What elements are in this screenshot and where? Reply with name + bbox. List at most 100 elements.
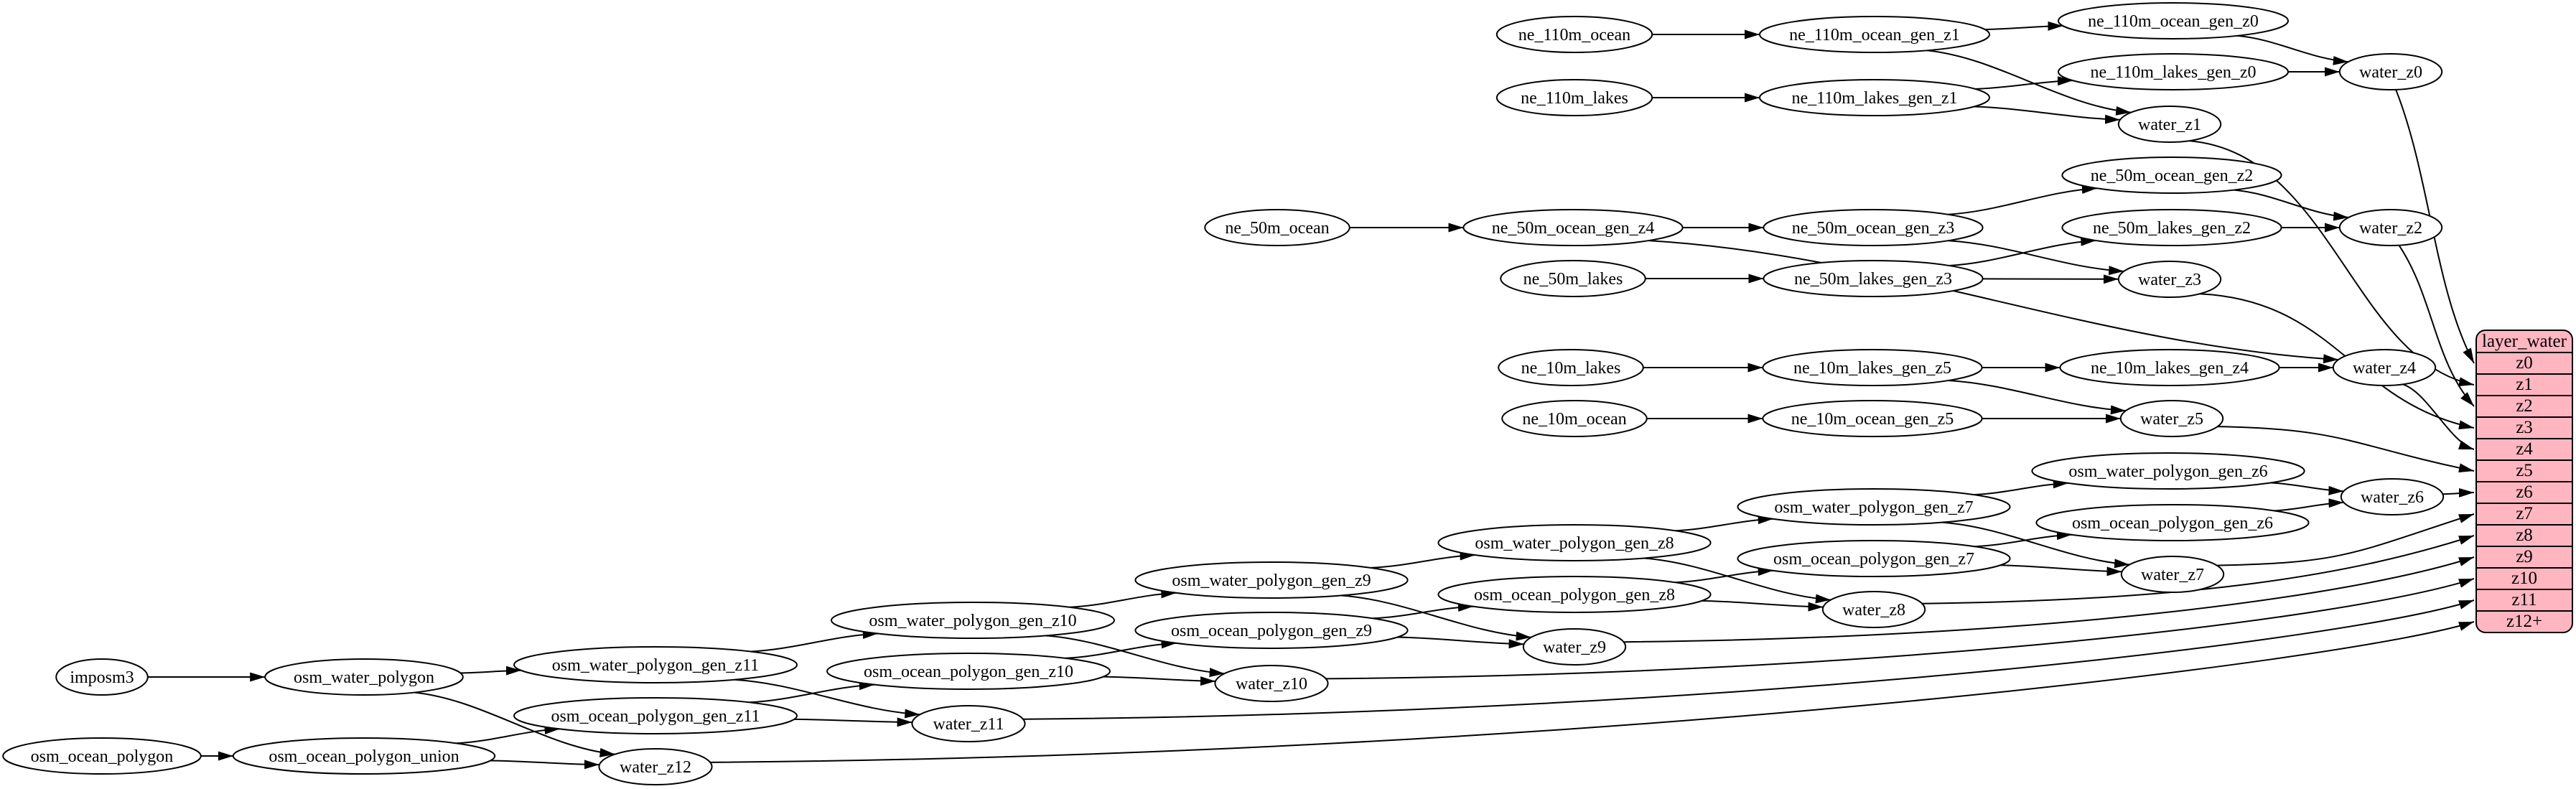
edge-ne_50m_ocean_gen_z2-to-water_z2 — [2234, 189, 2349, 221]
edge-osm_water_polygon_gen_z8-to-osm_water_polygon_gen_z7 — [1675, 515, 1773, 532]
node-label-water_z3: water_z3 — [2138, 271, 2201, 289]
node-ellipse-ne_50m_ocean_gen_z2 — [2061, 157, 2282, 194]
table-row-z10: z10 — [2511, 569, 2537, 588]
node-ellipse-osm_water_polygon_gen_z7 — [1737, 488, 2011, 526]
node-ellipse-osm_water_polygon_gen_z9 — [1134, 561, 1409, 599]
layer-water-table: layer_waterz0z1z2z3z4z5z6z7z8z9z10z11z12… — [2475, 330, 2573, 633]
table-layer: layer_waterz0z1z2z3z4z5z6z7z8z9z10z11z12… — [2475, 330, 2573, 633]
node-ellipse-osm_ocean_polygon_gen_z10 — [826, 653, 1111, 690]
edge-ne_110m_lakes_gen_z1-to-water_z1 — [1974, 106, 2121, 124]
node-label-ne_50m_ocean_gen_z2: ne_50m_ocean_gen_z2 — [2091, 167, 2254, 185]
node-label-water_z11: water_z11 — [933, 715, 1004, 734]
table-row-z2: z2 — [2516, 396, 2533, 416]
table-row-z9: z9 — [2516, 547, 2533, 566]
node-label-water_z8: water_z8 — [1842, 601, 1905, 620]
node-ellipse-ne_10m_lakes_gen_z5 — [1762, 349, 1983, 386]
edge-water_z7-to-layer_water-z7 — [2216, 513, 2475, 566]
table-row-z11: z11 — [2511, 590, 2537, 610]
edge-osm_ocean_polygon_gen_z7-to-osm_ocean_polygon_gen_z6 — [1974, 531, 2072, 548]
edge-osm_ocean_polygon_gen_z9-to-osm_ocean_polygon_gen_z8 — [1372, 602, 1474, 620]
node-ellipse-water_z3 — [2117, 261, 2222, 298]
node-water_z11: water_z11 — [911, 705, 1026, 742]
edge-ne_50m_ocean_gen_z4-to-water_z4 — [1648, 240, 2339, 364]
edge-osm_water_polygon_gen_z9-to-osm_water_polygon_gen_z8 — [1371, 551, 1475, 569]
node-ne_50m_lakes_gen_z3: ne_50m_lakes_gen_z3 — [1763, 260, 1984, 297]
node-label-ne_50m_lakes_gen_z2: ne_50m_lakes_gen_z2 — [2093, 219, 2251, 238]
node-label-water_z9: water_z9 — [1543, 638, 1606, 657]
edge-water_z11-to-layer_water-z11 — [1023, 599, 2475, 720]
node-ellipse-osm_water_polygon_gen_z8 — [1437, 524, 1712, 561]
edge-osm_water_polygon_gen_z10-to-water_z10 — [1045, 635, 1225, 678]
edge-osm_ocean_polygon_gen_z11-to-water_z11 — [794, 717, 913, 727]
node-ne_10m_lakes_gen_z5: ne_10m_lakes_gen_z5 — [1762, 349, 1983, 386]
node-label-ne_50m_ocean: ne_50m_ocean — [1225, 219, 1329, 238]
edge-water_z9-to-layer_water-z9 — [1623, 556, 2475, 643]
node-label-water_z5: water_z5 — [2140, 410, 2203, 429]
node-osm_water_polygon_gen_z7: osm_water_polygon_gen_z7 — [1737, 488, 2011, 526]
node-label-ne_10m_lakes: ne_10m_lakes — [1521, 359, 1621, 378]
node-label-water_z2: water_z2 — [2359, 219, 2422, 238]
edge-osm_water_polygon_gen_z8-to-water_z8 — [1643, 557, 1831, 604]
edge-osm_water_polygon_gen_z6-to-water_z6 — [2270, 482, 2344, 495]
node-label-ne_10m_ocean: ne_10m_ocean — [1522, 410, 1626, 429]
edge-osm_ocean_polygon_union-to-water_z12 — [490, 760, 599, 770]
edge-water_z2-to-layer_water-z2 — [2398, 245, 2475, 407]
node-label-osm_water_polygon_gen_z11: osm_water_polygon_gen_z11 — [552, 656, 759, 675]
node-ellipse-ne_50m_ocean_gen_z4 — [1462, 209, 1684, 246]
edge-osm_ocean_polygon_gen_z10-to-osm_ocean_polygon_gen_z9 — [1065, 639, 1177, 659]
edge-osm_ocean_polygon_gen_z9-to-water_z9 — [1397, 636, 1524, 649]
table-row-z5: z5 — [2516, 461, 2533, 480]
table-row-z12+: z12+ — [2506, 612, 2542, 631]
node-ellipse-water_z4 — [2332, 349, 2437, 386]
node-label-water_z7: water_z7 — [2141, 566, 2204, 584]
edge-water_z5-to-layer_water-z5 — [2217, 426, 2475, 473]
node-osm_water_polygon: osm_water_polygon — [264, 658, 464, 696]
node-water_z2: water_z2 — [2338, 209, 2443, 246]
node-ellipse-osm_ocean_polygon_gen_z11 — [513, 697, 798, 734]
edge-osm_water_polygon_gen_z11-to-water_z11 — [734, 678, 920, 719]
edge-ne_10m_lakes_gen_z5-to-water_z5 — [1948, 380, 2126, 415]
table-row-z4: z4 — [2516, 439, 2533, 459]
node-ellipse-osm_ocean_polygon_gen_z7 — [1737, 540, 2011, 577]
node-label-osm_ocean_polygon_gen_z7: osm_ocean_polygon_gen_z7 — [1773, 550, 1974, 569]
node-label-ne_50m_ocean_gen_z3: ne_50m_ocean_gen_z3 — [1792, 219, 1955, 238]
edge-osm_water_polygon_gen_z11-to-osm_water_polygon_gen_z10 — [750, 630, 878, 653]
edge-ne_50m_ocean_gen_z3-to-ne_50m_ocean_gen_z2 — [1948, 185, 2097, 215]
node-label-ne_50m_ocean_gen_z4: ne_50m_ocean_gen_z4 — [1492, 219, 1655, 238]
node-ellipse-water_z5 — [2119, 400, 2224, 437]
node-label-ne_50m_lakes_gen_z3: ne_50m_lakes_gen_z3 — [1794, 270, 1952, 289]
node-ne_110m_ocean: ne_110m_ocean — [1495, 16, 1653, 53]
node-osm_ocean_polygon_gen_z6: osm_ocean_polygon_gen_z6 — [2035, 504, 2310, 541]
node-label-osm_water_polygon_gen_z9: osm_water_polygon_gen_z9 — [1172, 571, 1371, 590]
node-osm_water_polygon_gen_z6: osm_water_polygon_gen_z6 — [2031, 452, 2305, 490]
node-ellipse-ne_10m_ocean — [1501, 400, 1648, 437]
node-label-ne_10m_lakes_gen_z4: ne_10m_lakes_gen_z4 — [2091, 359, 2249, 378]
node-ellipse-ne_110m_lakes_gen_z1 — [1759, 79, 1990, 116]
node-ellipse-water_z1 — [2117, 106, 2222, 143]
node-ellipse-ne_50m_lakes — [1500, 260, 1646, 297]
node-ellipse-water_z8 — [1821, 591, 1926, 628]
edge-osm_water_polygon_gen_z10-to-osm_water_polygon_gen_z9 — [1070, 589, 1177, 608]
node-ellipse-osm_ocean_polygon_union — [232, 737, 496, 775]
edge-water_z12-to-layer_water-z12+ — [710, 621, 2475, 763]
node-label-water_z1: water_z1 — [2138, 116, 2201, 134]
edge-osm_water_polygon-to-water_z12 — [414, 691, 615, 757]
node-ellipse-osm_ocean_polygon_gen_z9 — [1134, 612, 1409, 649]
node-ellipse-ne_10m_ocean_gen_z5 — [1762, 400, 1983, 437]
node-osm_ocean_polygon_gen_z9: osm_ocean_polygon_gen_z9 — [1134, 612, 1409, 649]
node-label-osm_water_polygon_gen_z6: osm_water_polygon_gen_z6 — [2068, 462, 2267, 481]
node-ellipse-ne_50m_lakes_gen_z2 — [2061, 209, 2282, 246]
node-ellipse-ne_110m_ocean_gen_z1 — [1759, 16, 1990, 53]
node-osm_ocean_polygon: osm_ocean_polygon — [2, 737, 202, 775]
node-label-water_z4: water_z4 — [2353, 359, 2416, 378]
node-ne_10m_ocean: ne_10m_ocean — [1501, 400, 1648, 437]
edge-osm_water_polygon-to-osm_water_polygon_gen_z11 — [460, 666, 521, 676]
node-water_z3: water_z3 — [2117, 261, 2222, 298]
node-osm_ocean_polygon_gen_z8: osm_ocean_polygon_gen_z8 — [1437, 576, 1712, 613]
table-row-z7: z7 — [2516, 504, 2533, 523]
node-ellipse-osm_water_polygon_gen_z11 — [513, 646, 798, 683]
node-ellipse-water_z12 — [598, 748, 713, 785]
edge-water_z4-to-layer_water-z4 — [2402, 383, 2475, 450]
